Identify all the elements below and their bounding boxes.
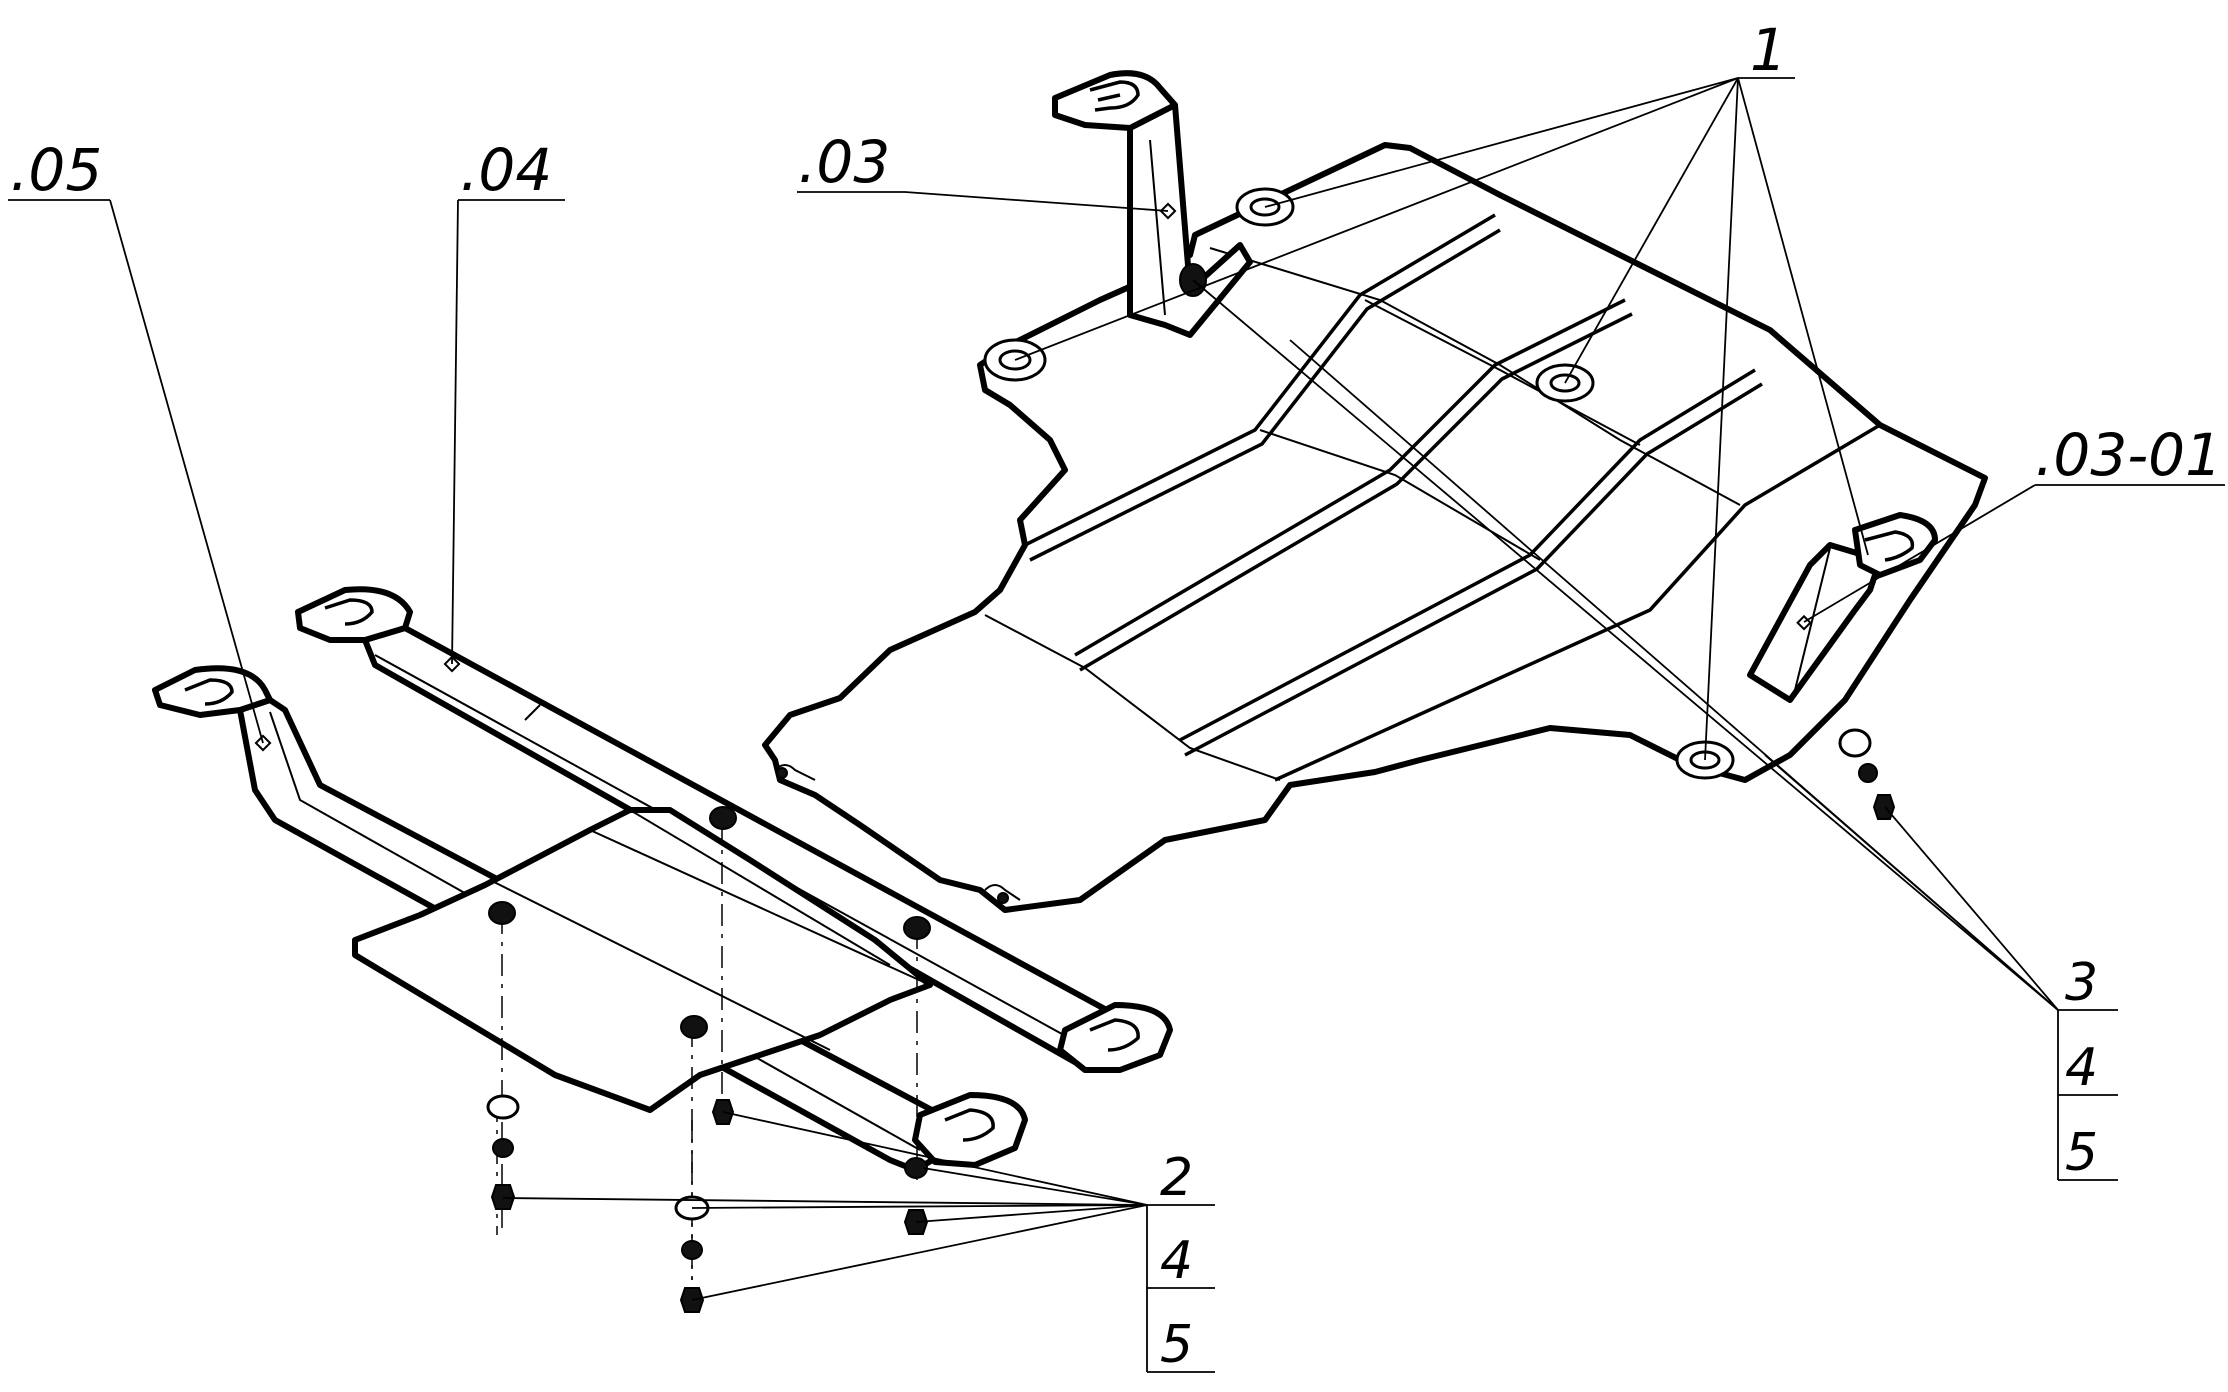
centre-skid-plate — [352, 807, 933, 1113]
leader-lines — [8, 77, 2225, 1373]
label-right-4: 4 — [2065, 1038, 2098, 1098]
label-right-3: 3 — [2065, 953, 2098, 1013]
bracket-03 — [1052, 70, 1253, 338]
label-part-03: .03 — [798, 128, 890, 196]
label-item-1: 1 — [1750, 16, 1787, 84]
bracket-03-01 — [1747, 512, 1938, 820]
label-right-5: 5 — [2065, 1123, 2098, 1183]
label-part-03-01: .03-01 — [2035, 421, 2222, 489]
label-part-04: .04 — [460, 136, 552, 204]
label-left-4: 4 — [1160, 1231, 1193, 1291]
label-left-5: 5 — [1160, 1315, 1193, 1375]
lower-hardware — [486, 806, 931, 1313]
main-skid-plate — [762, 142, 1988, 913]
label-left-2: 2 — [1160, 1148, 1193, 1208]
cross-member-04 — [295, 586, 1173, 1073]
label-part-05: .05 — [10, 136, 102, 204]
hw-right-stack — [1838, 728, 1896, 820]
